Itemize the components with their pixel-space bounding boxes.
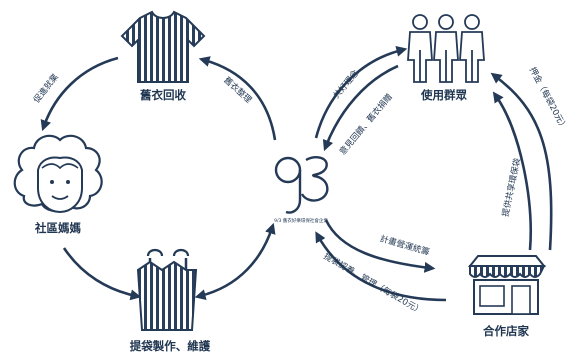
arrow-stores-to-users-bags (492, 91, 532, 251)
arrow-logo-to-users-outer (314, 46, 408, 139)
label-used-clothes: 舊衣回收 (140, 88, 186, 102)
edge-label-users-feedback: 意見回饋、舊衣捐贈 (337, 92, 395, 158)
storefront-icon (467, 255, 547, 315)
arrow-bags-to-logo (194, 222, 276, 300)
edge-label-clothes-sorting: 舊衣整理 (221, 75, 254, 106)
label-community-moms: 社區媽媽 (34, 221, 81, 235)
striped-shirt-icon (120, 10, 206, 83)
arrow-users-to-stores-deposit (490, 72, 553, 251)
label-users: 使用群眾 (420, 88, 467, 102)
arrow-logo-to-stores-outer (324, 219, 436, 273)
logo-tagline: 9/3 舊衣好樂環保社會企業 (274, 217, 328, 224)
arrow-stores-to-logo-inner (315, 231, 447, 302)
people-group-icon (407, 14, 485, 83)
arrow-moms-to-bags (62, 247, 142, 301)
edge-label-plan-operations: 計畫營運統籌 (379, 233, 432, 258)
arrow-clothes-to-moms (40, 56, 119, 132)
edge-label-deposit: 押金（每袋20元） (527, 65, 570, 132)
curly-hair-woman-icon (13, 134, 103, 214)
edge-label-shared-bags: 提供共享環保袋 (500, 157, 523, 218)
label-bag-making: 提袋製作、維護 (130, 339, 211, 353)
arrow-users-to-logo-inner (322, 64, 399, 152)
company-logo: 9/3 舊衣好樂環保社會企業 (274, 156, 329, 224)
label-partner-stores: 合作店家 (483, 324, 529, 338)
arrow-logo-to-clothes (198, 56, 277, 141)
striped-tote-bag-icon (136, 248, 198, 331)
edge-label-bag-management: 提袋認養、管理（每袋20元） (322, 251, 425, 317)
